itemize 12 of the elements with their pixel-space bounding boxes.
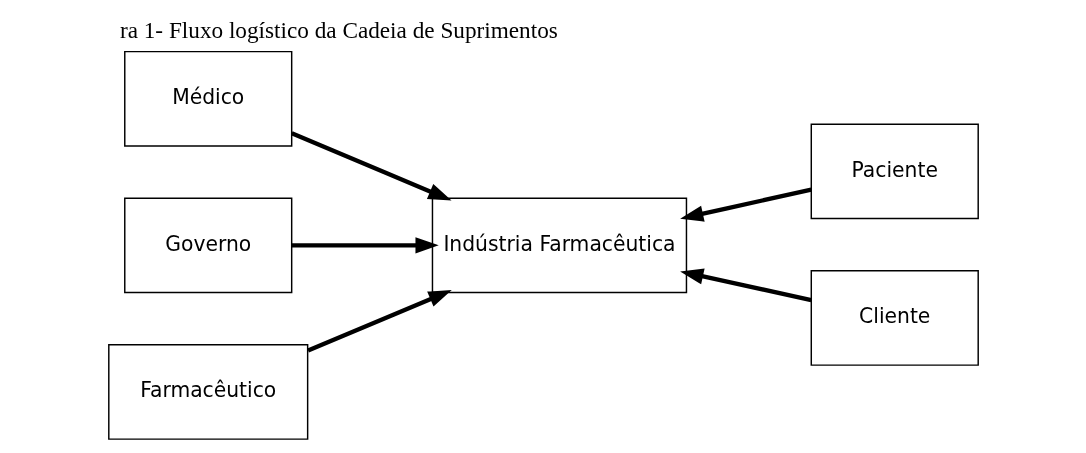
node-box: Médico <box>123 50 292 147</box>
arrow <box>679 187 812 222</box>
node-box: Farmacêutico <box>107 344 308 440</box>
diagram-title: ra 1- Fluxo logístico da Cadeia de Suprimentos <box>119 17 558 44</box>
arrow <box>291 237 439 254</box>
arrow <box>290 131 452 201</box>
arrow <box>306 290 452 353</box>
node-box: Paciente <box>810 123 979 220</box>
arrow <box>679 268 812 303</box>
node-box: Cliente <box>810 270 979 366</box>
node-box: Governo <box>123 197 292 294</box>
node-box: Indústria Farmacêutica <box>431 197 687 294</box>
